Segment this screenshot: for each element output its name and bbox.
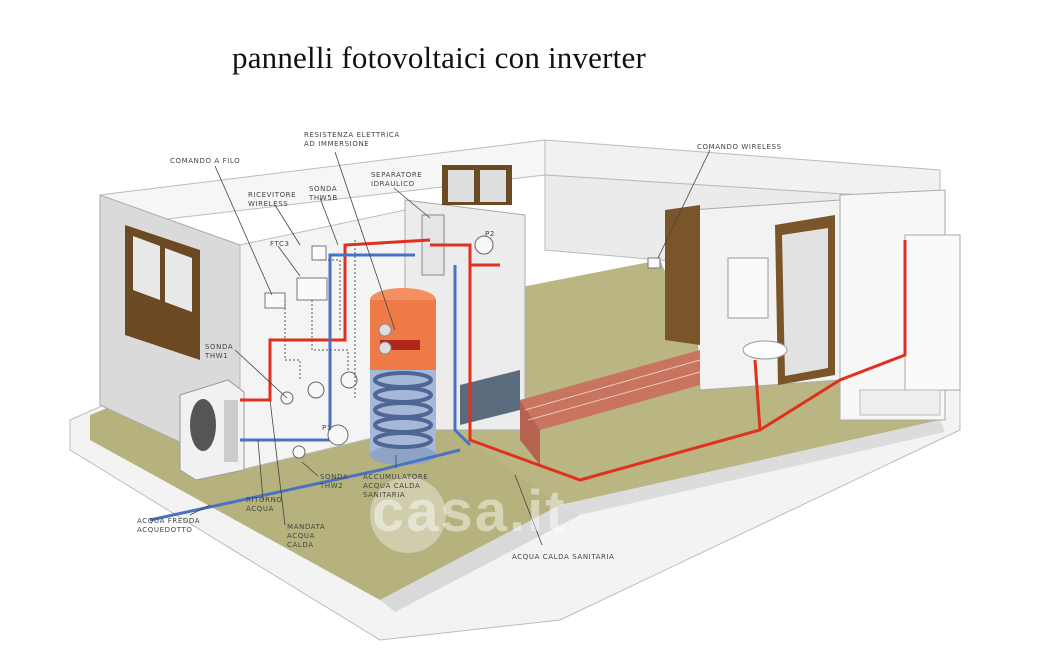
pipes [149,238,907,522]
label-acqua-calda-sanitaria: ACQUA CALDA SANITARIA [512,553,615,561]
outdoor-heat-pump-unit [179,379,245,481]
shower [859,234,961,416]
window-left [125,225,200,360]
floor-heating [460,350,701,465]
watermark: casa.it [372,479,567,544]
label-sonda-thw2: SONDA THW2 [320,473,349,490]
label-accumulatore: ACCUMULATORE ACQUA CALDA SANITARIA [363,473,429,499]
label-separatore-idraulico: SEPARATORE IDRAULICO [371,171,423,188]
hot-water-tank [370,288,436,465]
label-comando-a-filo: COMANDO A FILO [170,157,241,165]
leader-lines [189,149,711,546]
label-mandata-acqua-calda: MANDATA ACQUA CALDA [287,523,326,549]
label-ritorno-acqua: RITORNO ACQUA [246,496,283,513]
label-p2: P2 [485,230,495,238]
label-resistenza-elettrica: RESISTENZA ELETTRICA AD IMMERSIONE [304,131,400,148]
page-title: pannelli fotovoltaici con inverter [232,40,646,75]
sink [727,257,788,360]
label-comando-wireless: COMANDO WIRELESS [697,143,782,151]
wiring [284,240,356,400]
label-acqua-fredda: ACQUA FREDDA ACQUEDOTTO [137,517,201,534]
label-ricevitore-wireless: RICEVITORE WIRELESS [248,191,297,208]
watermark-logo [370,477,446,553]
label-p1: P1 [322,424,332,432]
label-ftc3: FTC3 [270,240,290,248]
door-right [665,205,835,385]
window-back [442,165,512,205]
label-sonda-thw5b: SONDA THW5B [309,185,338,202]
controls [264,245,661,309]
label-sonda-thw1: SONDA THW1 [205,343,234,360]
